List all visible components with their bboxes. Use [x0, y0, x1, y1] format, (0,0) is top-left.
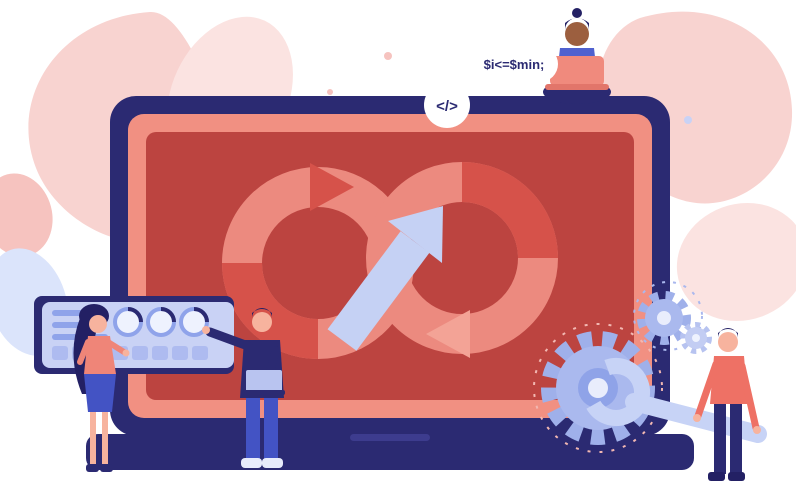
ribbon-blue — [327, 231, 430, 351]
snippet-bubble-shape — [470, 46, 558, 82]
tags-bubble-shape — [424, 82, 470, 128]
tags-bubble-text: </> — [436, 98, 458, 115]
top-dev-hair-bun — [572, 8, 582, 18]
decor-dot-3 — [684, 116, 692, 124]
woman-shoe-left — [86, 464, 99, 472]
man-center-head — [252, 312, 272, 332]
woman-hand — [122, 349, 130, 357]
man-center-laptop-base — [243, 390, 285, 395]
woman-skirt — [84, 374, 116, 412]
panel-square — [132, 346, 148, 360]
decor-dot-2 — [327, 89, 333, 95]
man-center-shoe-left — [241, 458, 262, 468]
woman-leg-left — [90, 412, 96, 464]
panel-square — [52, 346, 68, 360]
code-bubble-tags: </> — [424, 82, 470, 128]
woman-shoe-right — [100, 464, 113, 472]
leaf-right — [676, 203, 796, 321]
dashboard-panel — [34, 296, 234, 374]
panel-square — [152, 346, 168, 360]
gauge-2-arc — [160, 307, 176, 323]
man-right-hand-right — [753, 426, 761, 434]
top-dev-laptop-base — [545, 84, 609, 90]
gear-small-hub — [657, 311, 671, 325]
woman-arm-left — [77, 339, 91, 365]
snippet-bubble-text: $i<=$min; — [484, 57, 545, 72]
top-dev-laptop-lid — [550, 56, 604, 86]
man-right-leg-left — [714, 404, 726, 474]
man-right — [693, 328, 761, 481]
top-dev-head — [565, 22, 589, 46]
loop-arrowhead-top — [310, 163, 354, 211]
gear-big-hub — [588, 378, 608, 398]
dashed-circle-blue — [633, 281, 703, 351]
laptop-base — [86, 434, 694, 470]
man-right-shirt — [710, 356, 748, 404]
man-right-arm-right — [738, 362, 760, 432]
man-center-laptop-screen — [246, 370, 282, 392]
code-bubble-snippet: $i<=$min; — [470, 46, 558, 82]
man-right-shoe-left — [708, 472, 725, 481]
woman-head — [89, 315, 107, 333]
man-center-hand-pointing — [202, 326, 210, 334]
man-right-leg-right — [730, 404, 742, 474]
dashed-circle-pink — [533, 323, 663, 453]
man-center — [202, 308, 285, 468]
loop-arrowhead-bottom — [426, 310, 470, 358]
man-center-leg-right — [264, 398, 278, 460]
gear-tiny-hub — [692, 334, 700, 342]
man-center-leg-left — [246, 398, 260, 460]
man-right-head — [718, 332, 738, 352]
panel-square — [192, 346, 208, 360]
woman-left — [73, 304, 130, 472]
man-center-shoe-right — [262, 458, 283, 468]
man-center-arm-pointing — [205, 327, 253, 351]
gauge-3-arc — [193, 307, 209, 323]
leaf-left-small — [0, 173, 53, 257]
gauge-1-arc — [127, 307, 143, 323]
decor-dot-1 — [384, 52, 392, 60]
man-right-shoe-right — [728, 472, 745, 481]
laptop-base-notch — [350, 434, 430, 441]
woman-leg-right — [102, 412, 108, 464]
wrench-jaw — [582, 357, 650, 426]
gear-small-teeth — [637, 291, 691, 345]
ribbon-arrowhead — [388, 206, 443, 263]
gear-tiny-teeth — [680, 322, 712, 354]
developer-on-top — [543, 8, 611, 104]
man-right-hand-left — [693, 414, 701, 422]
panel-square — [172, 346, 188, 360]
man-right-arm-left — [694, 360, 720, 420]
woman-arm-right — [105, 339, 127, 355]
loop-right-dark-arc — [461, 162, 558, 259]
